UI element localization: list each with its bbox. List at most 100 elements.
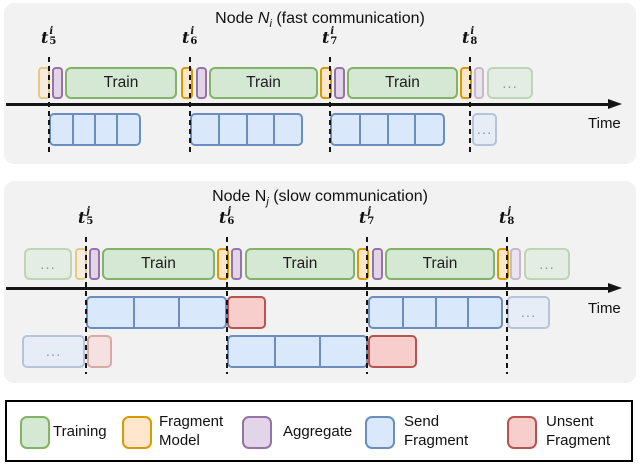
aggregate-block bbox=[510, 248, 521, 280]
fragment-cell-divider bbox=[218, 115, 220, 144]
fragment-cell-divider bbox=[246, 115, 248, 144]
aggregate-block bbox=[196, 67, 207, 99]
timestamp-dashed-line bbox=[226, 237, 228, 374]
timestamp-symbol: t bbox=[78, 208, 86, 227]
block-label: ... bbox=[539, 255, 555, 273]
fragment-cell-divider bbox=[435, 298, 437, 327]
legend-label-unsent: Unsent Fragment bbox=[546, 413, 611, 449]
block-label: Train bbox=[385, 74, 420, 92]
timestamp-subscript: 8 bbox=[507, 216, 515, 227]
fragment-cell-divider bbox=[414, 115, 416, 144]
train-block: ... bbox=[24, 248, 72, 280]
train-block: Train bbox=[245, 248, 355, 280]
timestamp-subscript: 6 bbox=[190, 36, 198, 47]
fragment-cell-divider bbox=[274, 337, 276, 366]
send-fragment-block bbox=[330, 113, 445, 146]
send-fragment-block bbox=[190, 113, 303, 146]
block-label: Train bbox=[141, 255, 176, 273]
timestamp-subscript: 8 bbox=[470, 36, 478, 47]
aggregate-block bbox=[372, 248, 383, 280]
train-block: Train bbox=[65, 67, 177, 99]
send-fragment-block: ... bbox=[22, 335, 85, 368]
panel-title-text: Node bbox=[215, 10, 258, 27]
block-label: Train bbox=[422, 255, 458, 273]
node-subscript: i bbox=[269, 18, 272, 30]
timestamp-superscript: j bbox=[507, 206, 512, 217]
timestamp-symbol: t bbox=[499, 208, 507, 227]
aggregate-block bbox=[89, 248, 100, 280]
panel-title-text: Node bbox=[212, 188, 255, 205]
block-label: ... bbox=[502, 74, 518, 92]
fragment-cell-divider bbox=[273, 115, 275, 144]
legend-label-train: Training bbox=[53, 422, 107, 440]
node-subscript: j bbox=[266, 196, 269, 208]
aggregate-block bbox=[231, 248, 242, 280]
legend-swatch-unsent bbox=[507, 416, 537, 449]
legend-label-send: Send Fragment bbox=[404, 413, 469, 449]
legend-swatch-train bbox=[20, 416, 50, 449]
fragment-cell-divider bbox=[72, 115, 74, 144]
time-axis bbox=[6, 103, 610, 106]
block-label: Train bbox=[246, 74, 281, 92]
timestamp-superscript: i bbox=[330, 26, 335, 37]
train-block: ... bbox=[524, 248, 570, 280]
block-label: ... bbox=[40, 255, 56, 273]
block-label: ... bbox=[476, 121, 493, 138]
fragment-cell-divider bbox=[402, 298, 404, 327]
send-fragment-block bbox=[49, 113, 141, 146]
train-block: Train bbox=[102, 248, 215, 280]
fragment-cell-divider bbox=[94, 115, 96, 144]
send-fragment-block: ... bbox=[472, 113, 497, 146]
timestamp-superscript: i bbox=[470, 26, 475, 37]
send-fragment-block bbox=[368, 296, 503, 329]
train-block: Train bbox=[347, 67, 458, 99]
timestamp-symbol: t bbox=[359, 208, 367, 227]
legend-swatch-fragment bbox=[122, 416, 152, 449]
timestamp-dashed-line bbox=[189, 57, 191, 155]
time-axis-arrowhead-icon bbox=[608, 283, 622, 293]
aggregate-block bbox=[52, 67, 63, 99]
train-block: Train bbox=[209, 67, 318, 99]
panel-title-text: (fast communication) bbox=[271, 10, 425, 27]
timestamp-dashed-line bbox=[85, 237, 87, 374]
timestamp-subscript: 5 bbox=[86, 216, 94, 227]
fragment-cell-divider bbox=[359, 115, 361, 144]
panel-title-text: (slow communication) bbox=[268, 188, 428, 205]
timestamp-dashed-line bbox=[469, 57, 471, 155]
timestamp-superscript: j bbox=[86, 206, 91, 217]
slow-node-panel: Node Nj (slow communication)Time...Train… bbox=[4, 181, 636, 383]
train-block: Train bbox=[385, 248, 495, 280]
timestamp-dashed-line bbox=[329, 57, 331, 155]
unsent-fragment-block bbox=[87, 335, 112, 368]
legend: Training Fragment Model Aggregate Send Frag… bbox=[5, 400, 633, 462]
timestamp-dashed-line bbox=[506, 237, 508, 374]
node-symbol: N bbox=[254, 188, 267, 205]
timestamp-superscript: j bbox=[367, 206, 372, 217]
timestamp-symbol: t bbox=[41, 28, 49, 47]
timestamp-subscript: 7 bbox=[330, 36, 338, 47]
timestamp-subscript: 5 bbox=[49, 36, 57, 47]
node-symbol: N bbox=[257, 10, 270, 27]
legend-label-fragment: Fragment Model bbox=[159, 413, 224, 449]
unsent-fragment-block bbox=[368, 335, 417, 368]
time-axis-label: Time bbox=[588, 115, 621, 132]
panel-title: Node Nj (slow communication) bbox=[4, 187, 636, 208]
fragment-cell-divider bbox=[178, 298, 180, 327]
timestamp-superscript: i bbox=[190, 26, 195, 37]
timestamp-superscript: i bbox=[49, 26, 54, 37]
time-axis bbox=[6, 287, 610, 290]
fragment-cell-divider bbox=[116, 115, 118, 144]
legend-label-aggregate: Aggregate bbox=[283, 422, 353, 440]
fragment-cell-divider bbox=[319, 337, 321, 366]
